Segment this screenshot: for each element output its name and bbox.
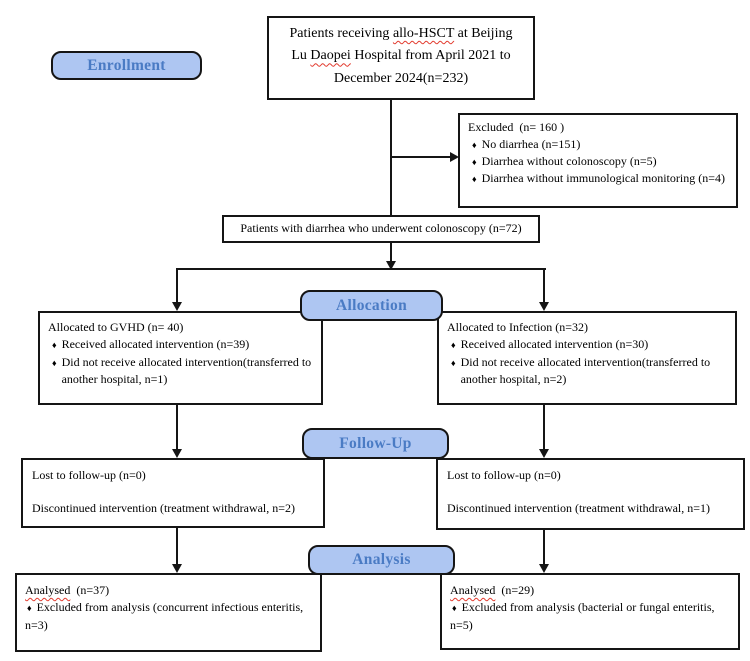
connector-line (176, 268, 546, 270)
bullet-icon: ♦ (52, 340, 57, 351)
excluded-item: ♦ No diarrhea (n=151) (468, 136, 728, 153)
misspelled-word: Daopei (310, 48, 351, 64)
followup-line: Lost to follow-up (n=0) (447, 468, 561, 482)
allocation-item: ♦ Did not receive allocated intervention… (447, 354, 727, 389)
arrow-right-icon (450, 152, 459, 162)
excluded-title: Excluded (n= 160 ) (468, 120, 565, 134)
bullet-icon: ♦ (472, 157, 477, 168)
stage-label-text: Analysis (352, 551, 411, 568)
arrow-down-icon (539, 302, 549, 311)
analysis-item: ♦Excluded from analysis (concurrent infe… (25, 599, 312, 634)
allocation-infection-box: Allocated to Infection (n=32) ♦ Received… (437, 311, 737, 405)
bullet-icon: ♦ (451, 340, 456, 351)
arrow-down-icon (539, 564, 549, 573)
analysis-item-text: Excluded from analysis (concurrent infec… (25, 600, 304, 632)
connector-line (390, 100, 392, 216)
box-text-line: December 2024(n=232) (333, 70, 469, 86)
followup-line: Lost to follow-up (n=0) (32, 468, 146, 482)
stage-label-enrollment: Enrollment (51, 51, 202, 80)
stage-label-text: Enrollment (87, 56, 166, 74)
connector-line (176, 405, 178, 451)
misspelled-word: Analysed (25, 583, 71, 597)
allocation-item-text: Received allocated intervention (n=39) (61, 337, 250, 352)
excluded-item-text: Diarrhea without immunological monitorin… (481, 171, 725, 186)
misspelled-word: allo-HSCT (392, 26, 455, 41)
allocation-gvhd-box: Allocated to GVHD (n= 40) ♦ Received all… (38, 311, 323, 405)
analysis-infection-box: Analysed (n=29) ♦Excluded from analysis … (440, 573, 740, 650)
excluded-item-text: No diarrhea (n=151) (481, 137, 581, 152)
connector-line (176, 268, 178, 304)
allocation-item: ♦ Received allocated intervention (n=39) (48, 336, 313, 353)
enrollment-population-box: Patients receiving allo-HSCT at Beijing … (267, 16, 535, 100)
excluded-item-text: Diarrhea without colonoscopy (n=5) (481, 154, 657, 169)
misspelled-word: Analysed (450, 583, 496, 597)
analysis-item-text: Excluded from analysis (bacterial or fun… (450, 600, 715, 632)
followup-infection-box: Lost to follow-up (n=0) Discontinued int… (436, 458, 745, 530)
analysis-gvhd-box: Analysed (n=37) ♦Excluded from analysis … (15, 573, 322, 652)
stage-label-allocation: Allocation (300, 290, 443, 321)
allocation-item-text: Did not receive allocated intervention(t… (61, 354, 312, 387)
arrow-down-icon (172, 564, 182, 573)
arrow-down-icon (386, 261, 396, 270)
connector-line (176, 528, 178, 566)
followup-line: Discontinued intervention (treatment wit… (32, 501, 296, 516)
connector-line (390, 243, 392, 264)
connector-line (391, 156, 451, 158)
colonoscopy-population-box: Patients with diarrhea who underwent col… (222, 215, 540, 243)
analysis-item: ♦Excluded from analysis (bacterial or fu… (450, 599, 730, 634)
box-text-line: Patients receiving allo-HSCT at Beijing (289, 26, 513, 41)
connector-line (543, 530, 545, 566)
excluded-item: ♦ Diarrhea without immunological monitor… (468, 170, 728, 187)
allocation-item: ♦ Received allocated intervention (n=30) (447, 336, 727, 353)
connector-line (543, 405, 545, 451)
box-text-line: Lu Daopei Hospital from April 2021 to (291, 48, 511, 64)
bullet-icon: ♦ (27, 603, 32, 614)
stage-label-text: Allocation (335, 296, 408, 314)
bullet-icon: ♦ (472, 174, 477, 185)
box-text: Patients with diarrhea who underwent col… (240, 221, 522, 236)
bullet-icon: ♦ (472, 140, 477, 151)
arrow-down-icon (172, 449, 182, 458)
excluded-item: ♦ Diarrhea without colonoscopy (n=5) (468, 153, 728, 170)
connector-line (543, 268, 545, 304)
stage-label-analysis: Analysis (308, 545, 455, 575)
allocation-item-text: Did not receive allocated intervention(t… (460, 354, 711, 387)
analysis-title: Analysed (n=37) (25, 583, 110, 597)
followup-gvhd-box: Lost to follow-up (n=0) Discontinued int… (21, 458, 325, 528)
stage-label-text: Follow-Up (339, 434, 412, 452)
excluded-box: Excluded (n= 160 ) ♦ No diarrhea (n=151)… (458, 113, 738, 208)
allocation-item: ♦ Did not receive allocated intervention… (48, 354, 313, 389)
stage-label-followup: Follow-Up (302, 428, 449, 459)
allocation-title: Allocated to Infection (n=32) (447, 320, 589, 334)
allocation-title: Allocated to GVHD (n= 40) (48, 320, 184, 334)
bullet-icon: ♦ (52, 357, 57, 368)
arrow-down-icon (172, 302, 182, 311)
arrow-down-icon (539, 449, 549, 458)
bullet-icon: ♦ (451, 357, 456, 368)
bullet-icon: ♦ (452, 603, 457, 614)
allocation-item-text: Received allocated intervention (n=30) (460, 337, 649, 352)
followup-line: Discontinued intervention (treatment wit… (447, 501, 711, 516)
analysis-title: Analysed (n=29) (450, 583, 535, 597)
